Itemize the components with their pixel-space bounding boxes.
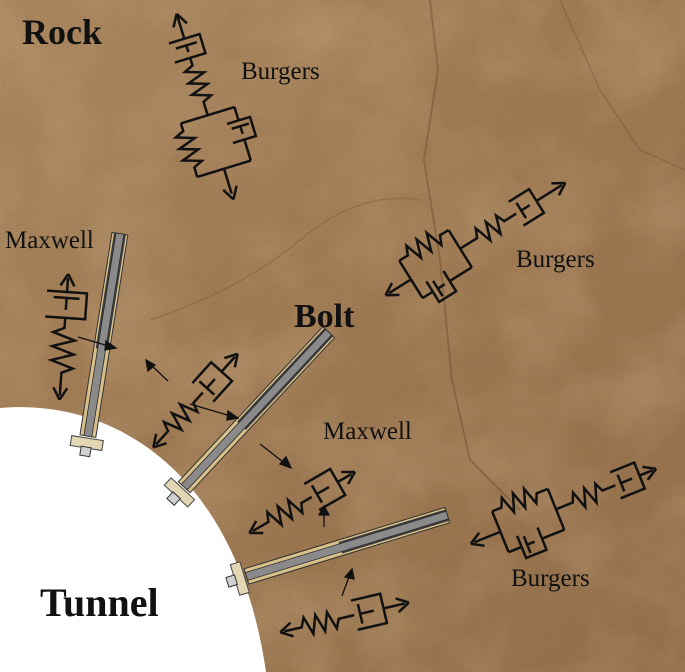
maxwell-label-left: Maxwell <box>5 227 94 254</box>
rock-bolt-1 <box>69 231 129 458</box>
rock-bolt-3 <box>225 506 451 596</box>
rock-crack <box>559 0 685 171</box>
tunnel-opening <box>0 407 266 672</box>
maxwell-model-middle <box>152 352 239 449</box>
maxwell-label-center: Maxwell <box>323 418 412 445</box>
burgers-label-top: Burgers <box>241 58 320 85</box>
rock-bolt-2 <box>163 326 336 508</box>
maxwell-model-left <box>45 273 89 401</box>
rock-label: Rock <box>22 12 102 52</box>
burgers-label-bottom: Burgers <box>511 565 590 592</box>
rock-crack <box>422 0 521 511</box>
burgers-label-right: Burgers <box>516 246 595 273</box>
burgers-model-top <box>168 12 258 201</box>
burgers-model-right <box>384 181 567 304</box>
bolt-label: Bolt <box>294 298 355 335</box>
leader-arrows <box>77 336 355 597</box>
maxwell-model-center <box>248 467 357 535</box>
maxwell-model-bottom <box>279 592 410 638</box>
tunnel-label: Tunnel <box>40 580 159 625</box>
rock-crack <box>149 197 421 321</box>
burgers-model-bottom <box>469 460 658 560</box>
